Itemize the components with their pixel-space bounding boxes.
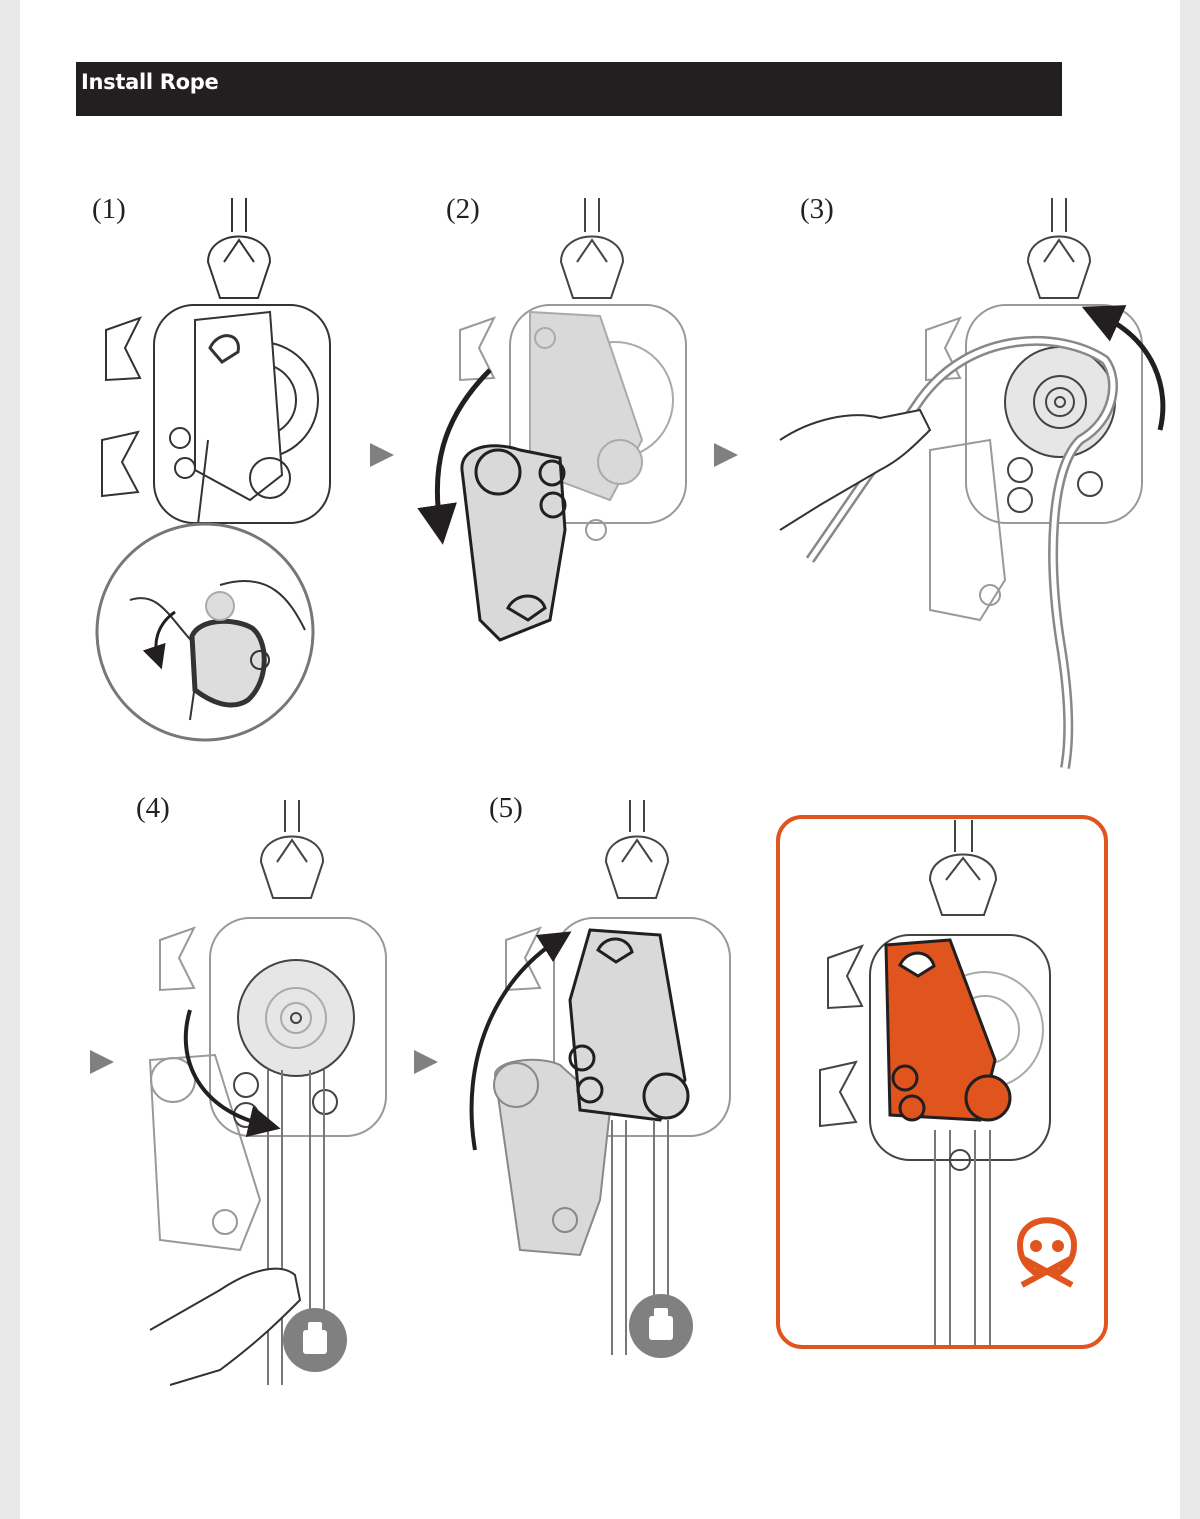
step-label-3: (3) [800,193,834,225]
step-3-device [779,198,1166,769]
install-rope-illustrations [90,198,1166,1386]
section-header: Install Rope [76,62,1062,116]
next-step-arrow-icon [414,1050,438,1074]
section-title: Install Rope [81,70,219,94]
step-5-device [469,800,731,1358]
step-1-device [101,198,331,525]
incorrect-installation-warning [776,815,1108,1349]
step-label-1: (1) [92,193,126,225]
manual-page: Install Rope (1) (2) (3) (4) (5) [20,0,1180,1519]
next-step-arrow-icon [714,443,738,467]
skull-crossbones-icon [1016,1217,1078,1288]
step-4-device [148,800,387,1386]
next-step-arrow-icon [90,1050,114,1074]
step-label-4: (4) [136,792,170,824]
step-2-device [417,198,687,642]
step-1-zoom-inset [95,522,315,742]
next-step-arrow-icon [370,443,394,467]
step-label-5: (5) [489,792,523,824]
step-label-2: (2) [446,193,480,225]
